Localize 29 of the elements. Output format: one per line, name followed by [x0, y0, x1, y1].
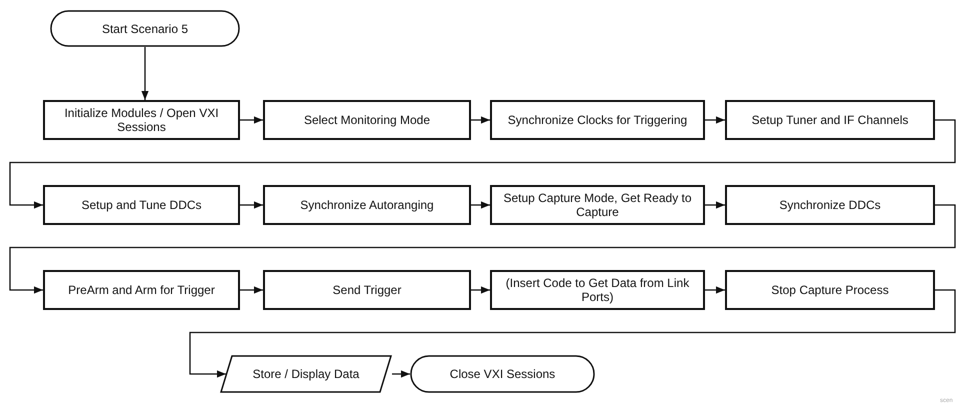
- arrow: [189, 289, 956, 378]
- arrow: [141, 47, 149, 100]
- terminator-shape: Close VXI Sessions: [410, 355, 595, 393]
- arrow: [9, 119, 956, 209]
- process-box: (Insert Code to Get Data from Link Ports): [490, 270, 705, 310]
- process-box: Setup and Tune DDCs: [43, 185, 240, 225]
- process-box: Synchronize Clocks for Triggering: [490, 100, 705, 140]
- process-box: Synchronize DDCs: [725, 185, 935, 225]
- data-parallelogram: Store / Display Data: [220, 355, 392, 393]
- arrow: [705, 116, 725, 124]
- terminator-shape: Start Scenario 5: [50, 10, 240, 47]
- process-box: Select Monitoring Mode: [263, 100, 471, 140]
- arrow: [240, 116, 263, 124]
- arrow: [471, 286, 490, 294]
- arrow: [240, 201, 263, 209]
- arrow: [471, 201, 490, 209]
- arrow: [705, 286, 725, 294]
- arrow: [240, 286, 263, 294]
- process-box: Send Trigger: [263, 270, 471, 310]
- process-box: Initialize Modules / Open VXI Sessions: [43, 100, 240, 140]
- process-box: Stop Capture Process: [725, 270, 935, 310]
- arrow: [471, 116, 490, 124]
- arrow: [392, 370, 410, 378]
- process-box: Setup Tuner and IF Channels: [725, 100, 935, 140]
- arrow: [705, 201, 725, 209]
- arrow: [9, 204, 956, 294]
- process-box: Synchronize Autoranging: [263, 185, 471, 225]
- process-box: Setup Capture Mode, Get Ready to Capture: [490, 185, 705, 225]
- process-box: PreArm and Arm for Trigger: [43, 270, 240, 310]
